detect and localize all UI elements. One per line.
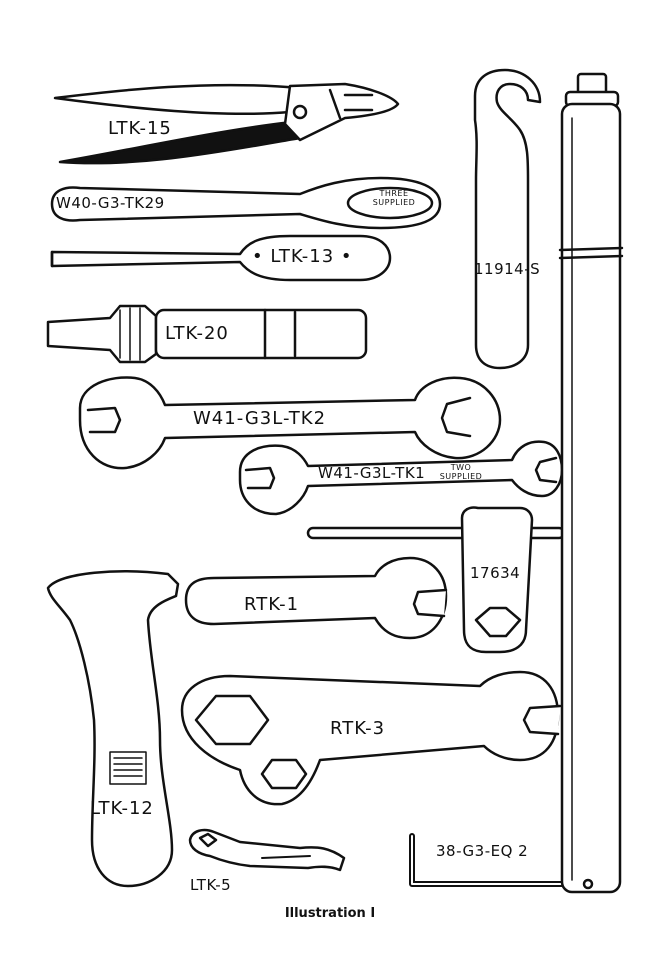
box-tool-drawing (46, 304, 368, 364)
open-spanner-drawing (184, 556, 448, 640)
adjustable-wrench-label: LTK-12 (90, 798, 154, 819)
double-spanner-small-note-line-2: SUPPLIED (439, 471, 483, 481)
long-spanner-note: THREE SUPPLIED (362, 189, 426, 208)
double-spanner-large-drawing (78, 376, 502, 470)
long-spanner-drawing (50, 176, 442, 230)
double-spanner-large-label: W41-G3L-TK2 (193, 408, 327, 429)
hook-spanner-label: 11914-S (474, 260, 541, 278)
tommy-bar-drawing (306, 506, 566, 654)
double-spanner-small-note-line-1: TWO (450, 463, 472, 472)
small-tool-drawing (188, 828, 346, 872)
pliers-drawing (53, 82, 400, 165)
double-spanner-small-label: W41-G3L-TK1 (318, 464, 426, 482)
hook-spanner-drawing (473, 68, 542, 370)
long-spanner-note-line-2: SUPPLIED (372, 197, 416, 207)
tyre-pump-drawing (558, 72, 624, 894)
screwdriver-label: • LTK-13 • (252, 246, 353, 267)
small-tool-label: LTK-5 (190, 876, 232, 894)
screwdriver-drawing (50, 234, 392, 282)
tommy-bar-label: 17634 (470, 564, 521, 582)
long-spanner-note-line-1: THREE (379, 189, 409, 198)
illustration-caption: Illustration I (284, 906, 376, 921)
hex-spanner-label: RTK-3 (330, 718, 386, 739)
hex-spanner-drawing (180, 670, 562, 806)
box-tool-label: LTK-20 (165, 323, 229, 344)
allen-key-drawing (409, 833, 583, 887)
open-spanner-label: RTK-1 (244, 594, 300, 615)
double-spanner-small-note: TWO SUPPLIED (436, 463, 486, 482)
pliers-label: LTK-15 (108, 118, 172, 139)
long-spanner-label: W40-G3-TK29 (56, 194, 165, 212)
adjustable-wrench-drawing (46, 570, 180, 888)
allen-key-label: 38-G3-EQ 2 (436, 842, 529, 860)
